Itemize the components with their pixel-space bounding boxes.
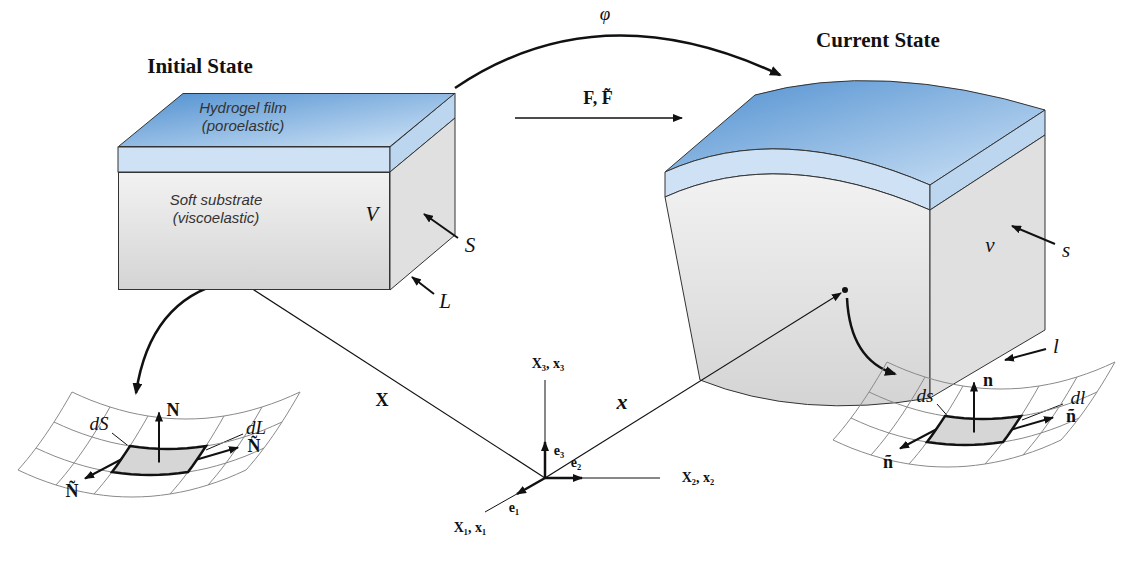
axis-line — [545, 380, 546, 478]
basis-label: e₁ — [509, 500, 519, 516]
substrate-layer: Soft substrate (viscoelastic) — [118, 172, 390, 290]
volume-symbol: v — [985, 233, 994, 258]
layer-label: Hydrogel film (poroelastic) — [178, 99, 308, 135]
position-vector-label: x — [617, 389, 628, 415]
position-vector — [234, 277, 545, 478]
layer-face — [119, 94, 455, 147]
pointer-arrow — [424, 214, 458, 238]
basis-label: e₂ — [571, 455, 581, 471]
basis-vector — [545, 477, 582, 480]
axis-line — [545, 478, 660, 479]
volume-symbol: V — [366, 202, 379, 227]
current-substrate-front — [665, 174, 930, 406]
pointer-arrow — [1012, 226, 1055, 244]
normal-label: ñ — [1066, 406, 1076, 427]
normal-label: N — [167, 400, 180, 421]
axis-label: X₃, x₃ — [532, 356, 565, 372]
edge-normal — [85, 460, 121, 479]
position-vector — [545, 293, 841, 478]
normal-label: Ñ — [66, 481, 79, 502]
layer-label: Soft substrate (viscoelastic) — [141, 191, 291, 227]
pointer-arrow — [412, 277, 434, 294]
map-symbol: φ — [600, 3, 611, 25]
current-substrate-side — [930, 135, 1045, 398]
surface-symbol: S — [465, 233, 476, 258]
axis-label: X₂, x₂ — [682, 470, 715, 486]
surface-symbol: s — [1062, 238, 1070, 263]
area-symbol: ds — [917, 385, 934, 407]
mesh-line — [833, 362, 887, 440]
area-symbol: dS — [90, 413, 109, 435]
edge-normal — [197, 448, 238, 460]
basis-vector — [544, 442, 547, 478]
mesh-line — [887, 362, 1115, 389]
normal-label: ñ — [883, 452, 893, 473]
map-arrow — [455, 36, 780, 88]
zoom-arrow — [136, 282, 226, 393]
state-heading: Initial State — [147, 54, 253, 79]
substrate-side — [390, 118, 455, 290]
deformation-gradient: F, F̃ — [583, 88, 612, 109]
edge-normal — [900, 430, 936, 449]
material-point — [842, 287, 848, 293]
curve-symbol: L — [439, 289, 451, 314]
mesh-line — [1023, 377, 1077, 455]
position-vector-label: X — [376, 390, 389, 411]
hydrogel-film-layer: Hydrogel film (poroelastic) — [118, 93, 455, 147]
normal-vector — [973, 383, 975, 433]
mesh-line — [56, 407, 110, 485]
state-heading: Current State — [816, 28, 940, 53]
mesh-line — [869, 392, 1097, 419]
basis-label: e₃ — [554, 443, 564, 459]
pointer-arrow — [1005, 349, 1046, 360]
edge-normal — [1012, 418, 1053, 430]
basis-vector — [517, 478, 545, 494]
axis-label: X₁, x₁ — [454, 520, 487, 536]
mesh-line — [18, 392, 72, 470]
gradient-arrow — [515, 117, 682, 119]
normal-vector — [158, 413, 160, 463]
hydrogel-front — [118, 147, 390, 172]
normal-label: Ñ — [248, 436, 261, 457]
curve-symbol: l — [1053, 334, 1059, 359]
normal-label: n — [983, 370, 993, 391]
